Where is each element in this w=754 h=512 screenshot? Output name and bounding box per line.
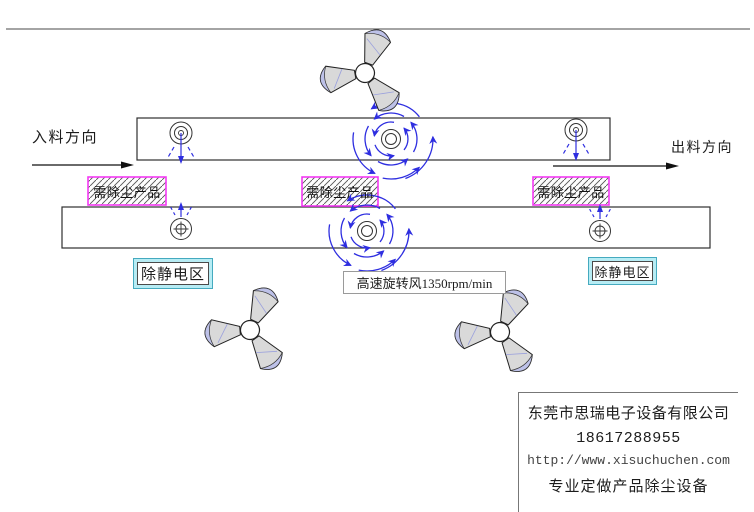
company-phone: 18617288955 [576,430,681,447]
product-box-label-1: 需除尘产品 [93,184,161,200]
company-tagline: 专业定做产品除尘设备 [548,479,709,495]
product-box-label-3: 需除尘产品 [537,184,605,200]
product-box-3 [532,176,610,206]
feed-direction-arrow [32,161,134,169]
product-box-1 [87,176,167,206]
static-zone-badge-left: 除静电区 [133,258,213,289]
product-box-2 [301,176,379,207]
feed-direction-label: 入料方向 [32,130,99,146]
fan-speed-label: 高速旋转风1350rpm/min [356,276,493,291]
company-name: 东莞市思瑞电子设备有限公司 [527,406,730,422]
lower-conveyor-bar [61,206,711,249]
product-box-label-2: 需除尘产品 [306,185,374,200]
static-zone-label-right: 除静电区 [592,261,653,281]
static-zone-badge-right: 除静电区 [588,257,657,285]
company-info-block: 东莞市思瑞电子设备有限公司 18617288955 http://www.xis… [518,392,738,512]
upper-conveyor-bar [136,117,611,161]
discharge-direction-arrow [553,162,679,170]
company-website: http://www.xisuchuchen.com [527,453,730,468]
fan-speed-box: 高速旋转风1350rpm/min [343,271,506,294]
fan-icon-top [309,14,425,122]
discharge-direction-label: 出料方向 [671,141,733,156]
static-zone-label-left: 除静电区 [137,262,209,285]
